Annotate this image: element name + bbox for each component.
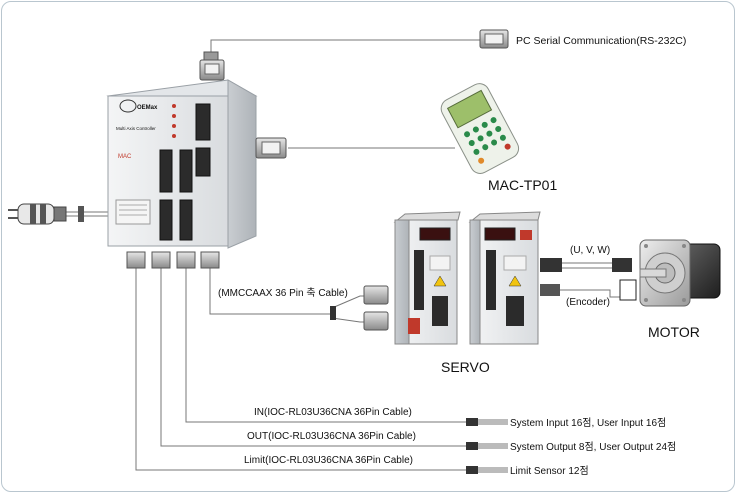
out-destination-label: System Output 8점, User Output 24점 [510, 441, 676, 453]
in-cable-label: IN(IOC-RL03U36CNA 36Pin Cable) [254, 407, 412, 418]
encoder-label: (Encoder) [566, 297, 610, 308]
in-cable [185, 268, 468, 423]
tp01-label: MAC-TP01 [488, 177, 557, 193]
motor-cable-connectors [540, 258, 637, 301]
out-cable-label: OUT(IOC-RL03U36CNA 36Pin Cable) [247, 431, 416, 442]
controller-brand: MAC [118, 154, 132, 160]
pc-serial-cable [210, 39, 482, 60]
limit-cable-label: Limit(IOC-RL03U36CNA 36Pin Cable) [244, 455, 413, 466]
controller-bottom-connectors [126, 251, 220, 269]
out-cable [160, 268, 468, 447]
pc-serial-label: PC Serial Communication(RS-232C) [516, 35, 686, 47]
servo-motor [639, 239, 721, 307]
encoder-cable [560, 289, 620, 298]
pc-serial-connector [199, 29, 509, 81]
mac-tp01-pendant [440, 83, 520, 174]
power-cable [64, 211, 112, 217]
motor-label: MOTOR [648, 324, 700, 340]
mac-controller: OEMax Multi Axis Controller MAC [106, 79, 287, 249]
io-terminal-tips [466, 418, 508, 474]
limit-destination-label: Limit Sensor 12점 [510, 465, 589, 477]
uvw-label: (U, V, W) [570, 245, 610, 256]
controller-logo: OEMax [137, 105, 158, 111]
axis-cable-label: (MMCCAAX 36 Pin 축 Cable) [218, 287, 348, 299]
servo-drives [330, 211, 541, 345]
servo-label: SERVO [441, 359, 490, 375]
axis-cable [209, 268, 332, 315]
power-plug [8, 203, 84, 225]
in-destination-label: System Input 16점, User Input 16점 [510, 417, 666, 429]
limit-cable [135, 268, 468, 471]
controller-model-text: Multi Axis Controller [116, 126, 156, 131]
